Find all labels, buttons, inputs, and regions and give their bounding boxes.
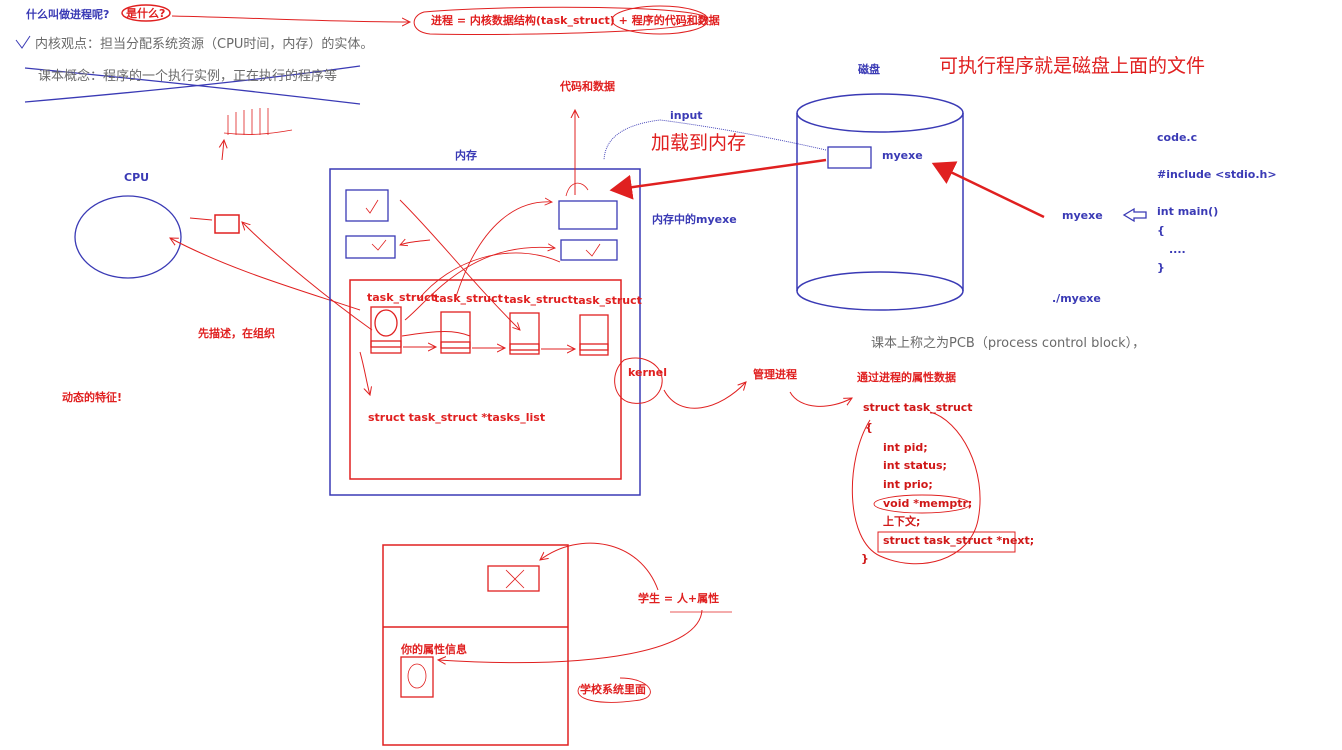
kernel-view-text: 内核观点：担当分配系统资源（CPU时间，内存）的实体。: [35, 37, 374, 52]
cpu-label: CPU: [124, 171, 150, 184]
code-data-circle: [611, 5, 709, 35]
struct-close: }: [861, 552, 869, 565]
mem-block-myexe: [558, 200, 618, 230]
cpu-up-arrow: [222, 140, 224, 161]
load-to-memory-label: 加载到内存: [651, 132, 747, 154]
struct-open: {: [865, 421, 873, 434]
code-line-close: }: [1157, 261, 1165, 274]
disk-myexe-box: [827, 146, 872, 169]
school-system-label: 学校系统里面: [580, 683, 646, 696]
struct-oval: [851, 411, 981, 565]
struct-field-memptr: void *memptr;: [883, 497, 973, 510]
code-to-myexe-hollow-arrow: [1122, 207, 1147, 223]
student-to-box-arrow: [540, 542, 659, 591]
kernel-label: kernel: [628, 366, 667, 379]
equation-outline: [413, 6, 707, 35]
student-to-card-arrow: [438, 609, 703, 663]
what-to-equation-arrow: [171, 15, 410, 22]
memory-link-arrows: [400, 200, 561, 330]
attr-card: [400, 656, 434, 698]
exe-is-file-label: 可执行程序就是磁盘上面的文件: [939, 55, 1206, 77]
task-struct-label-1: task_struct: [367, 291, 436, 304]
kernel-to-manage-arrow: [663, 382, 746, 409]
code-file-name: code.c: [1157, 131, 1198, 144]
struct-field-pid: int pid;: [883, 441, 928, 454]
what-text: 是什么?: [126, 7, 166, 20]
student-eq-label: 学生 = 人+属性: [638, 592, 720, 605]
struct-field-next: struct task_struct *next;: [883, 534, 1035, 547]
kernel-area: [349, 279, 622, 480]
describe-organize-label: 先描述，在组织: [198, 327, 275, 340]
disk-myexe-label: myexe: [882, 149, 923, 162]
textbook-cross-2: [24, 65, 361, 103]
struct-head: struct task_struct: [863, 401, 973, 414]
mem-block-2: [345, 235, 396, 259]
myexe-in-memory-label: 内存中的myexe: [652, 213, 737, 226]
via-attributes-label: 通过进程的属性数据: [857, 371, 956, 384]
kernel-view-tick: [15, 35, 31, 49]
what-circle: [121, 4, 171, 22]
memory-box: [329, 168, 641, 496]
disk-bottom: [796, 271, 964, 311]
tasks-list-label: struct task_struct *tasks_list: [368, 411, 546, 424]
textbook-view-text: 课本概念：程序的一个执行实例，正在执行的程序等: [38, 69, 338, 84]
struct-field-context: 上下文;: [883, 515, 921, 528]
school-box: [382, 544, 569, 746]
struct-field-prio: int prio;: [883, 478, 933, 491]
memptr-circle: [873, 494, 971, 514]
kernel-circle: [614, 357, 663, 404]
pcb-to-reg-arrow: [242, 222, 373, 331]
code-line-main: int main(): [1157, 205, 1219, 218]
equation-text: 进程 = 内核数据结构(task_struct) + 程序的代码和数据: [431, 14, 720, 27]
disk-label: 磁盘: [858, 63, 880, 76]
your-attrs-label: 你的属性信息: [401, 643, 467, 656]
code-line-body: ....: [1169, 243, 1186, 256]
cpu-register-box: [214, 214, 240, 234]
school-small-box: [487, 565, 540, 592]
textbook-cross-1: [24, 67, 361, 105]
memory-label: 内存: [455, 149, 477, 162]
dynamic-feature-label: 动态的特征!: [62, 391, 123, 404]
run-myexe-label: ./myexe: [1052, 292, 1101, 305]
code-line-open: {: [1157, 224, 1165, 237]
cpu-hash-marks: [223, 108, 293, 135]
school-system-circle: [577, 677, 651, 703]
myexe-side-label: myexe: [1062, 209, 1103, 222]
disk-body: [796, 113, 964, 291]
manage-to-attrs-arrow: [789, 391, 852, 407]
code-line-include: #include <stdio.h>: [1157, 168, 1277, 181]
code-data-label: 代码和数据: [560, 80, 615, 93]
question-text: 什么叫做进程呢?: [26, 8, 110, 21]
task-struct-label-4: task_struct: [573, 294, 642, 307]
struct-field-status: int status;: [883, 459, 947, 472]
task-struct-label-2: task_struct: [434, 292, 503, 305]
mem-block-4: [560, 239, 618, 261]
pcb-label: 课本上称之为PCB（process control block），: [871, 336, 1146, 351]
task-struct-label-3: task_struct: [504, 293, 573, 306]
cpu-ellipse: [74, 195, 182, 279]
input-arc: [603, 119, 827, 161]
manage-process-label: 管理进程: [753, 368, 797, 381]
reg-dash: [189, 217, 213, 221]
input-label: input: [670, 109, 703, 122]
disk-top: [796, 93, 964, 133]
next-box: [877, 531, 1016, 553]
mem-block-1: [345, 189, 389, 222]
file-to-disk-arrow: [931, 161, 1045, 219]
load-to-memory-arrow: [609, 158, 827, 200]
pcb-to-cpu-arrow: [170, 238, 361, 311]
pcb-blocks: [370, 306, 609, 356]
